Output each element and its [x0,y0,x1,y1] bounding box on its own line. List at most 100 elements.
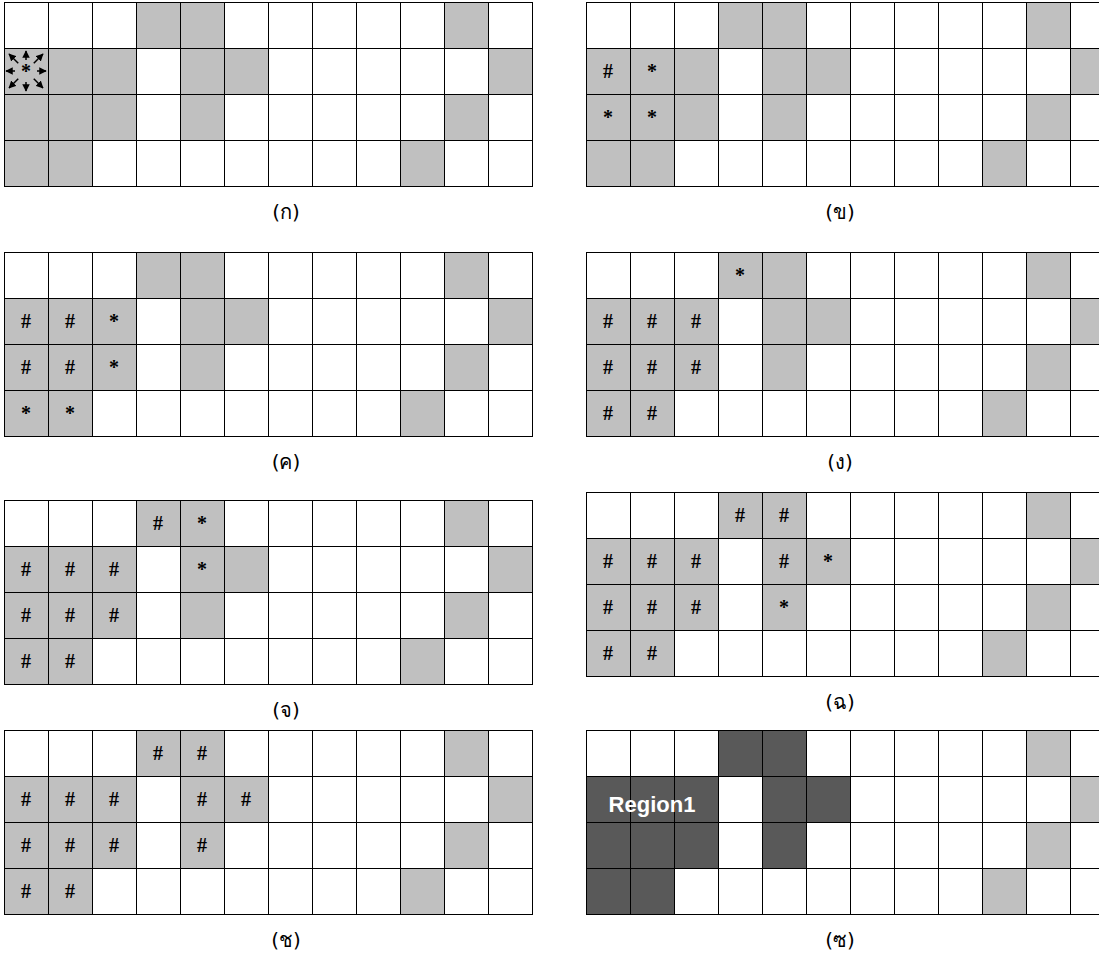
grid-cell [401,391,445,437]
grid-cell [851,823,895,869]
grid-cell [587,95,631,141]
grid-cell [939,3,983,49]
grid-cell [137,639,181,685]
grid-cell [181,345,225,391]
grid-cell [181,731,225,777]
grid-cell [5,3,49,49]
grid-cell [49,345,93,391]
grid-cell [719,141,763,187]
grid-cell [587,731,631,777]
grid-cell [269,731,313,777]
grid-cell [719,631,763,677]
grid-cell [631,49,675,95]
grid-cell [895,539,939,585]
grid-cell [675,631,719,677]
grid-cell [357,869,401,915]
grid-cell [675,585,719,631]
grid-cell [851,141,895,187]
cell-mark: # [241,789,251,809]
grid-cell [5,501,49,547]
cell-mark: # [603,61,613,81]
grid-cell [225,777,269,823]
grid-cell [445,253,489,299]
cell-mark: # [109,605,119,625]
cell-mark: * [65,403,75,423]
cell-mark: * [823,551,833,571]
grid-cell [983,823,1027,869]
grid-cell [5,823,49,869]
cell-mark: # [603,357,613,377]
grid-cell [489,593,533,639]
grid-cell [1027,391,1071,437]
grid-cell [1027,299,1071,345]
cell-mark: # [21,881,31,901]
grid-cell [631,95,675,141]
grid-cell [357,593,401,639]
grid-cell [401,49,445,95]
grid-cell [983,141,1027,187]
grid-cell [807,585,851,631]
grid-cell [5,593,49,639]
grid-cell [763,731,807,777]
grid-cell [137,823,181,869]
cell-mark: * [647,107,657,127]
cell-mark: # [21,559,31,579]
grid-cell [1071,3,1099,49]
grid-cell [719,95,763,141]
grid-cell [269,593,313,639]
cell-mark: # [197,743,207,763]
grid-cell [675,299,719,345]
grid-cell [5,345,49,391]
grid-cell [49,253,93,299]
grid-cell [631,299,675,345]
grid-cell [445,49,489,95]
grid-cell [225,731,269,777]
grid-cell [851,299,895,345]
neighbour-arrow [25,51,27,60]
grid-cell [1027,95,1071,141]
grid-cell [719,345,763,391]
grid-cell [1071,731,1099,777]
grid-cell [445,3,489,49]
panel-caption: (ซ) [825,930,855,950]
neighbour-arrow [9,54,18,63]
grid-cell [401,141,445,187]
grid-cell [181,593,225,639]
grid-cell [313,869,357,915]
cell-mark: * [779,597,789,617]
grid-cell [137,253,181,299]
grid-cell [93,593,137,639]
cell-mark: # [647,403,657,423]
grid-cell [93,639,137,685]
grid-cell [357,95,401,141]
grid-cell [807,539,851,585]
grid-cell [225,345,269,391]
grid-cell [93,49,137,95]
grid-cell [313,501,357,547]
grid-cell [401,593,445,639]
cell-mark: # [603,311,613,331]
grid-cell [1027,585,1071,631]
grid-cell [719,539,763,585]
grid-cell [675,3,719,49]
grid-cell [225,869,269,915]
grid-cell [181,869,225,915]
grid-cell [719,493,763,539]
grid-cell [939,585,983,631]
grid-cell [137,299,181,345]
grid-cell [5,869,49,915]
cell-mark: * [197,559,207,579]
grid-cell [807,49,851,95]
grid-cell [225,547,269,593]
cell-mark: # [21,835,31,855]
grid-cell [5,253,49,299]
grid-cell [851,869,895,915]
grid-cell [895,95,939,141]
grid-cell [445,593,489,639]
grid-cell [93,823,137,869]
cell-mark: # [603,597,613,617]
grid-cell [851,345,895,391]
grid-cell [313,141,357,187]
grid-cell [807,299,851,345]
